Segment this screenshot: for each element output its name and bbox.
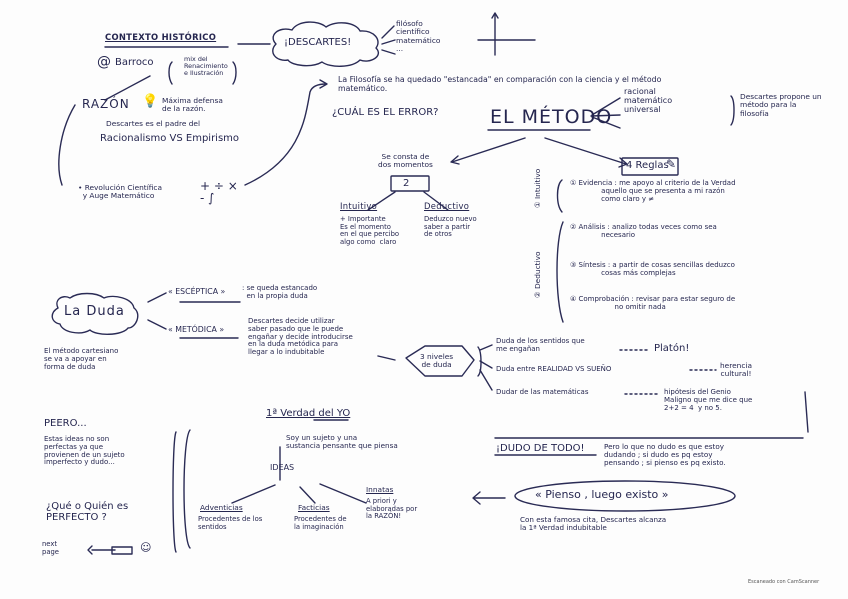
doubt-caption: El método cartesiano se va a apoyar en f… [44,348,118,371]
rule-analysis: ② Análisis : analizo todas veces como se… [570,224,717,240]
adventitious-title: Adventicias [200,504,243,512]
factitious-title: Facticias [298,504,330,512]
skeptic-label: « ESCÉPTICA » [168,288,225,297]
scanner-footer: Escaneado con CamScanner [748,580,819,586]
method-title: EL MÉTODO [490,107,612,128]
lightbulb-icon: 💡 [142,95,158,108]
level1-ref: Platón! [654,343,689,354]
methodic-desc: Descartes decide utilizar saber pasado q… [248,318,353,357]
baroque-label: Barroco [115,57,154,68]
four-rules-label: 4 Reglas [626,160,669,171]
method-note: Descartes propone un método para la filo… [740,93,822,118]
movements: Racionalismo VS Empirismo [100,133,239,144]
doubt-everything: ¡DUDO DE TODO! [496,443,585,454]
baroque-note: mix del Renacimiento e Ilustración [184,56,228,78]
method-traits: racional matemático universal [624,88,672,115]
cogito-desc: Con esta famosa cita, Descartes alcanza … [520,516,666,532]
doubt-everything-desc: Pero lo que no dudo es que estoy dudando… [604,443,726,467]
reason-note: Máxima defensa de la razón. [162,97,223,114]
innate-title: Innatas [366,486,393,494]
side-deductive: ② Deductivo [534,252,542,299]
rule-verification: ④ Comprobación : revisar para estar segu… [570,296,735,312]
deductive-desc: Deduzco nuevo saber a partir de otros [424,216,477,239]
first-truth-desc: Soy un sujeto y una sustancia pensante q… [286,434,398,450]
two-moments-intro: Se consta de dos momentos [378,153,433,170]
skeptic-desc: : se queda estancado en la propia duda [242,285,317,301]
historical-context-title: CONTEXTO HISTÓRICO [105,33,216,42]
three-levels: 3 niveles de duda [420,353,453,370]
cogito: « Pienso , luego existo » [535,489,669,501]
doubt-level-dream: Duda entre REALIDAD VS SUEÑO [496,366,611,374]
perfect-question: ¿Qué o Quién es PERFECTO ? [46,501,128,523]
level2-ref: herencia cultural! [720,362,752,379]
factitious-desc: Procedentes de la imaginación [294,516,347,531]
pencil-icon: ✎ [666,158,676,170]
descartes-father: Descartes es el padre del [106,120,200,128]
deductive-title: Deductivo [424,202,469,211]
rule-evidence: ① Evidencia : me apoyo al criterio de la… [570,180,736,203]
doubt-level-senses: Duda de los sentidos que me engañan [496,338,585,354]
descartes-roles: filósofo científico matemático ... [396,20,440,53]
philosophy-statement: La Filosofía se ha quedado "estancada" e… [338,76,661,93]
cartesian-axes-icon [478,13,535,55]
reason-label: RAZÓN [82,98,130,111]
error-question: ¿CUÁL ES EL ERROR? [332,107,438,118]
next-page: next page [42,541,59,556]
methodic-label: « METÓDICA » [168,326,224,335]
doubt-level-math: Dudar de las matemáticas [496,389,589,397]
adventitious-desc: Procedentes de los sentidos [198,516,262,531]
imperfect-text: Estas ideas no son perfectas ya que prov… [44,436,125,467]
intuitive-desc: + Importante Es el momento en el que per… [340,216,399,246]
scientific-revolution: • Revolución Científica y Auge Matemátic… [78,184,162,201]
spiral-icon: @ [97,55,111,69]
smile-icon: ☺ [140,542,151,553]
doubt-title: La Duda [64,305,125,320]
rule-synthesis: ③ Síntesis : a partir de cosas sencillas… [570,262,735,278]
first-truth-title: 1ª Verdad del YO [266,408,350,419]
two-moments-number: 2 [403,178,409,189]
descartes-name: ¡DESCARTES! [284,37,351,48]
level3-ref: hipótesis del Genio Maligno que me dice … [664,389,752,412]
ideas-label: IDEAS [270,464,294,473]
intuitive-title: Intuitivo [340,202,377,211]
integral-symbol-icon: + ÷ ×- ∫ [200,180,238,204]
side-intuitive: ① Intuitivo [534,169,542,208]
innate-desc: A priori y elaboradas por la RAZÓN! [366,498,417,521]
but-label: PEERO... [44,418,87,429]
